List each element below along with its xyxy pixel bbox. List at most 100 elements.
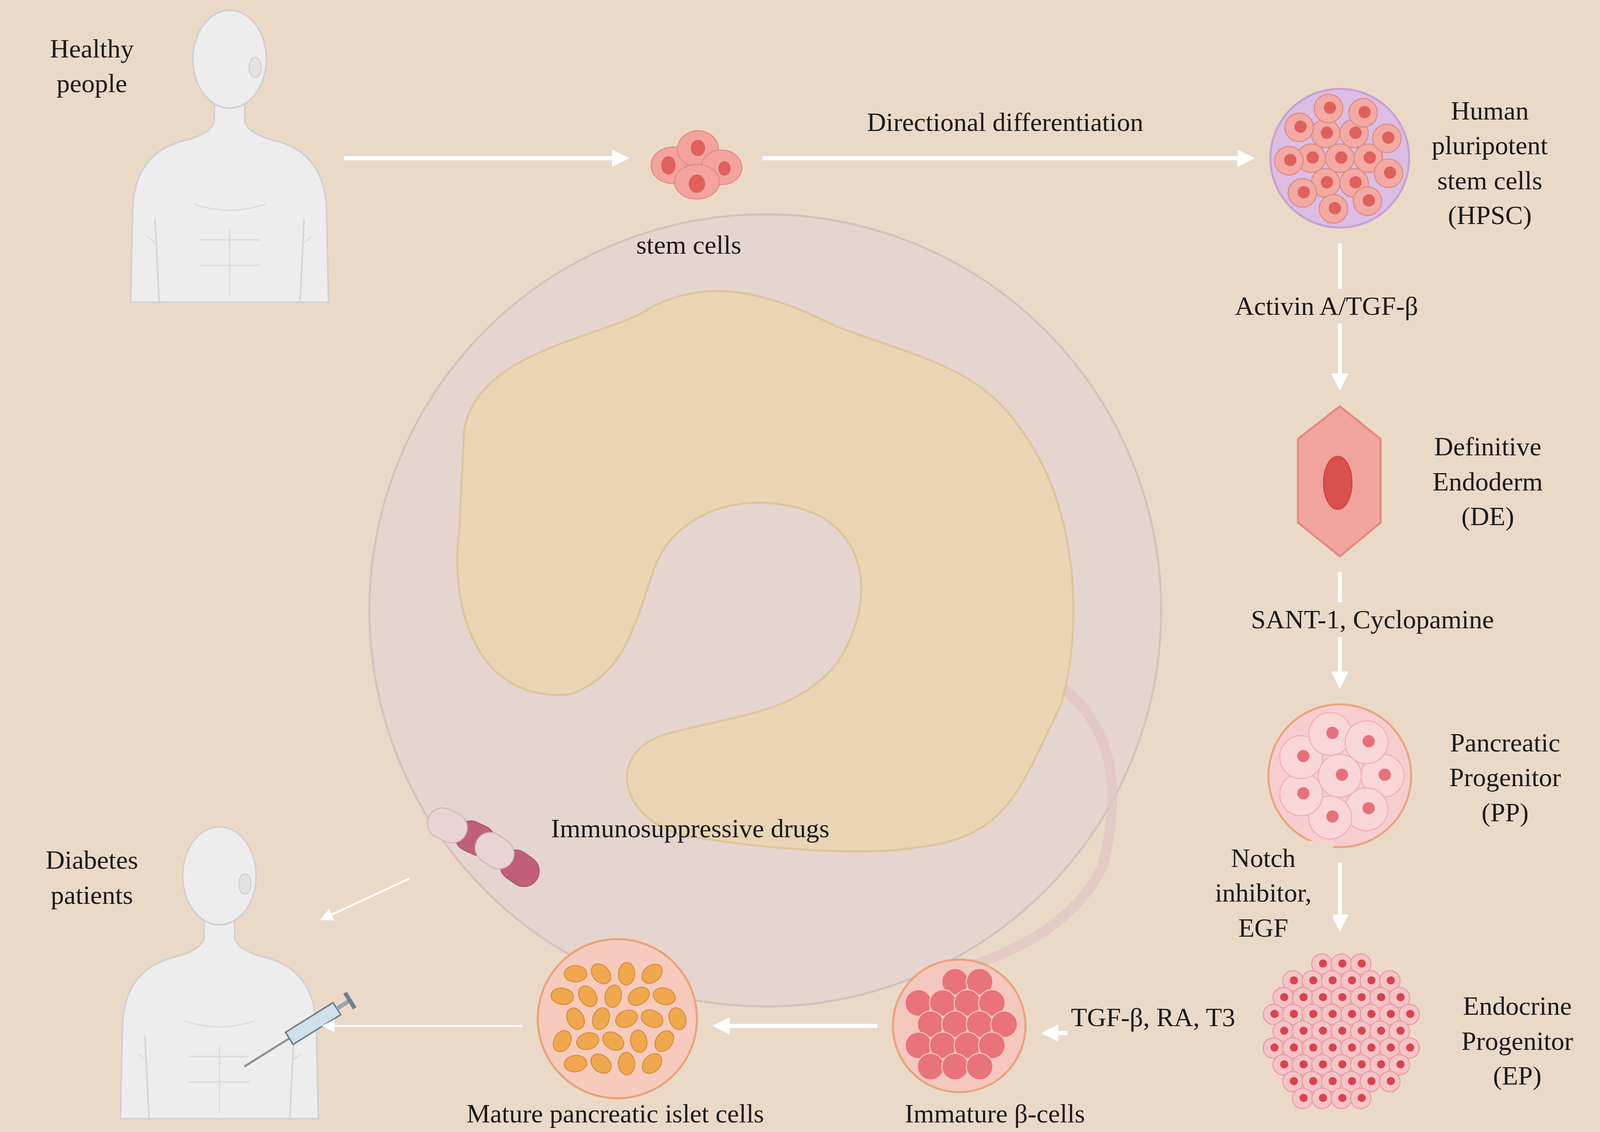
arrow-line <box>343 155 613 161</box>
step-label: SANT-1, Cyclopamine <box>1247 602 1498 638</box>
cell-stroke <box>1311 119 1341 148</box>
cell-stroke <box>651 1026 678 1055</box>
cell-stroke <box>563 1004 588 1033</box>
cell-stroke <box>1347 1076 1356 1085</box>
arrow-line <box>331 877 410 915</box>
cell-stroke <box>587 959 615 988</box>
stage-label: Immunosuppressive drugs <box>550 810 830 847</box>
arrow-head <box>1331 914 1349 932</box>
ep-cells <box>1263 953 1420 1109</box>
cell-stroke <box>563 1053 588 1073</box>
cell-stroke <box>638 960 666 988</box>
stage-node: stem cells <box>644 124 748 197</box>
cell-stroke <box>574 1029 601 1052</box>
stage-node: Human pluripotent stem cells (HPSC) <box>1270 88 1409 228</box>
cell-stroke <box>602 983 624 1009</box>
cell-stroke <box>1347 1009 1356 1018</box>
cell-stroke <box>1348 98 1378 128</box>
step-label: Directional differentiation <box>863 104 1148 141</box>
stage-node: Immunosuppressive drugs <box>423 805 541 883</box>
cell-stroke <box>1288 178 1317 208</box>
cell-stroke <box>638 1049 666 1077</box>
pp-disc <box>1268 704 1412 847</box>
cell-stroke <box>1292 1087 1313 1109</box>
cell-stroke <box>624 982 653 1009</box>
cell-stroke <box>1386 976 1395 985</box>
arrow-head <box>1237 149 1255 167</box>
cell-stroke <box>1328 1076 1337 1085</box>
arrow-head <box>1331 373 1349 391</box>
cell-stroke <box>1379 1070 1401 1092</box>
cell-outline <box>369 214 1162 1007</box>
arrow-line <box>729 1023 878 1028</box>
flow-arrow <box>320 877 410 920</box>
cell-stroke <box>1326 726 1339 739</box>
cell-stroke <box>1381 131 1395 144</box>
cell-stroke <box>1328 976 1337 985</box>
cell-stroke <box>1311 1087 1333 1109</box>
cell-stroke <box>564 965 587 982</box>
arrow-line <box>1337 862 1342 915</box>
cell-stroke <box>966 1053 993 1080</box>
cell-stroke <box>1376 992 1386 1001</box>
cell-stroke <box>1396 1059 1405 1069</box>
cell-stroke <box>1325 143 1355 173</box>
cell-stroke <box>1309 1043 1318 1052</box>
cell-stroke <box>1367 976 1376 985</box>
cell-stroke <box>917 1053 944 1080</box>
mature-disc <box>537 938 697 1098</box>
pill <box>469 825 546 893</box>
stage-node: Immature β-cells <box>893 959 1026 1092</box>
cell-stroke <box>549 1027 575 1055</box>
cell-stroke <box>1345 787 1388 831</box>
flow-arrow <box>1331 862 1349 932</box>
cell-stroke <box>1353 186 1382 216</box>
cell-stroke <box>1363 151 1377 164</box>
cell-stroke <box>1335 151 1348 164</box>
stage-node: Definitive Endoderm (DE) <box>1298 405 1382 556</box>
cell-stroke <box>574 981 602 1010</box>
step-label: Activin A/TGF-β <box>1231 288 1423 324</box>
cell-stroke <box>1376 1059 1386 1069</box>
cell-stroke <box>1386 1043 1395 1052</box>
cell-stroke <box>1280 1026 1289 1035</box>
cell-stroke <box>1376 1026 1386 1035</box>
cell-stroke <box>1372 124 1402 153</box>
cell-stroke <box>1299 992 1308 1001</box>
cell-stroke <box>1284 113 1314 142</box>
cell-stroke <box>1338 1093 1347 1102</box>
cell-stroke <box>941 1053 969 1080</box>
arrow-head <box>1331 671 1349 689</box>
stage-node: Healthy people <box>130 8 329 307</box>
cell-stroke <box>587 1049 615 1077</box>
cell-stroke <box>1306 151 1320 164</box>
cell-stroke <box>651 984 678 1007</box>
flow-arrow <box>343 149 630 167</box>
cell-stroke <box>1299 1026 1308 1035</box>
cell-stroke <box>1319 194 1348 224</box>
flow-arrow <box>762 149 1256 167</box>
cell-stroke <box>1386 1009 1395 1018</box>
cell-stroke <box>1280 992 1289 1001</box>
cell-stroke <box>1347 1043 1356 1052</box>
cell-stroke <box>1319 959 1328 968</box>
cell-stroke <box>1270 1009 1279 1018</box>
stage-label: stem cells <box>636 227 742 263</box>
syringe <box>239 991 357 1074</box>
cell-stroke <box>1328 1043 1337 1052</box>
cell-stroke <box>1319 1059 1328 1069</box>
cell-stroke <box>1319 1026 1328 1035</box>
cell-stroke <box>1314 93 1343 123</box>
cell-stroke <box>1362 194 1376 207</box>
cell-stroke <box>1406 1043 1415 1052</box>
stage-node: Pancreatic Progenitor (PP) <box>1268 704 1412 847</box>
cell-stroke <box>1289 976 1299 985</box>
cell-stroke <box>1367 1076 1376 1085</box>
flow-arrow <box>321 1018 523 1032</box>
cell-stroke <box>1367 1009 1376 1018</box>
islet-cells <box>549 959 689 1077</box>
cell-stroke <box>1297 749 1310 763</box>
healthy-figure <box>130 10 329 302</box>
